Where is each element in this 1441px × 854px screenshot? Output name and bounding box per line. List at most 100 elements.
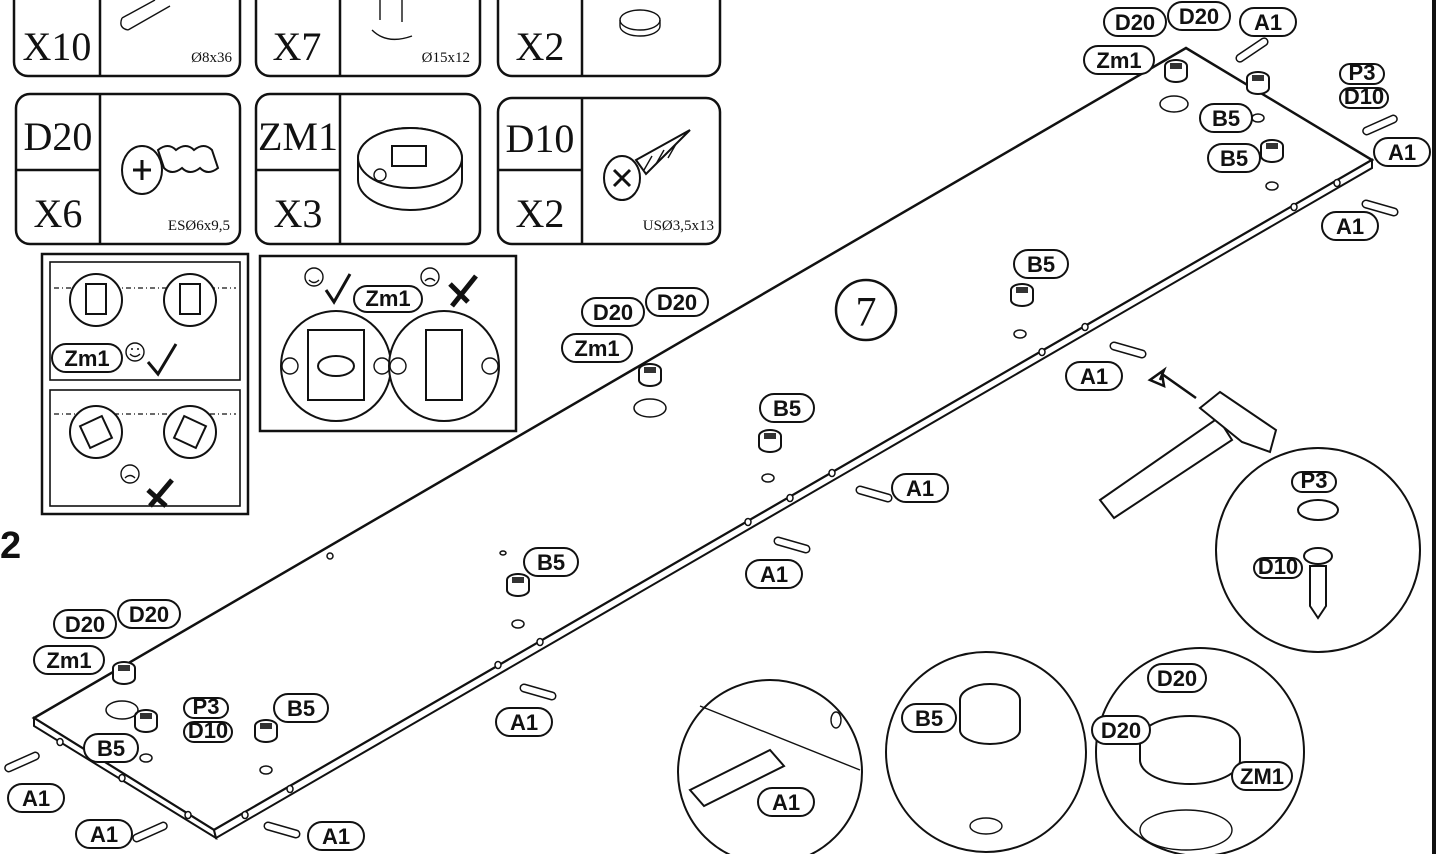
part-cell-d20: D20 X6 ESØ6x9,5	[14, 92, 242, 246]
label-b5: B5	[1199, 103, 1253, 133]
part-size: Ø15x12	[422, 50, 470, 66]
label-a1: A1	[1321, 211, 1379, 241]
svg-text:D20: D20	[1179, 4, 1219, 29]
label-p3: P3	[1339, 60, 1385, 85]
svg-text:B5: B5	[1027, 252, 1055, 277]
label-b5: B5	[1013, 249, 1069, 279]
arrow-icon	[1147, 366, 1197, 400]
euro-screw-icon	[121, 145, 220, 195]
label-d20: D20	[1167, 1, 1231, 31]
label-d20: D20	[645, 287, 709, 317]
part-cell-zm1: ZM1 X3	[254, 92, 482, 246]
svg-text:D10: D10	[188, 718, 228, 743]
cam-lock-icon	[357, 127, 463, 211]
label-b5: B5	[83, 733, 139, 763]
cam-large-correct	[280, 310, 392, 422]
label-d10: D10	[183, 718, 233, 743]
cross-icon	[448, 274, 478, 308]
label-a1: A1	[1065, 361, 1123, 391]
hammer-icon	[1098, 390, 1278, 520]
parts-table: X10 Ø8x36 X7 Ø15x12 X2 D20 X6	[12, 0, 722, 246]
orientation-hint-right: Zm1	[258, 254, 518, 433]
label-b5: B5	[759, 393, 815, 423]
label-zm1: Zm1	[561, 333, 633, 363]
part-size: Ø8x36	[191, 50, 232, 66]
svg-text:B5: B5	[287, 696, 315, 721]
svg-text:A1: A1	[1388, 140, 1416, 165]
label-p3: P3	[183, 694, 229, 719]
svg-text:D20: D20	[593, 300, 633, 325]
cam-large-wrong	[388, 310, 500, 422]
panel-number: 7	[834, 278, 898, 342]
part-cell-d10: D10 X2 USØ3,5x13	[496, 96, 722, 246]
svg-text:A1: A1	[1336, 214, 1364, 239]
part-code: D20	[24, 114, 93, 159]
detail-cap-screw: P3 D10	[1215, 447, 1421, 653]
svg-text:D10: D10	[1344, 84, 1384, 109]
svg-text:D20: D20	[1115, 10, 1155, 35]
dowel-icon	[120, 0, 171, 31]
svg-text:B5: B5	[537, 550, 565, 575]
part-cell-dowel: X10 Ø8x36	[12, 0, 242, 78]
label-b5: B5	[1207, 143, 1261, 173]
cam-bolt-icon	[371, 0, 413, 41]
part-count: X2	[516, 191, 565, 236]
part-labels: D20 D20 A1 Zm1 P3 D10 B5 B5 A1 A1 B5 D20…	[7, 1, 1431, 851]
svg-text:D20: D20	[1157, 666, 1197, 691]
part-count: X6	[34, 191, 83, 236]
part-count: X2	[516, 24, 565, 69]
label-d20: D20	[117, 599, 181, 629]
panel-board	[31, 46, 1375, 841]
svg-text:D20: D20	[65, 612, 105, 637]
wood-screw-icon	[603, 129, 691, 201]
checkmark-icon	[146, 343, 178, 377]
svg-text:A1: A1	[322, 824, 350, 849]
part-cell-cam: X7 Ø15x12	[254, 0, 482, 78]
svg-text:Zm1: Zm1	[1096, 48, 1141, 73]
step-number: 2	[0, 525, 21, 567]
svg-text:B5: B5	[915, 706, 943, 731]
frown-icon	[120, 464, 140, 484]
part-cell-cap: X2	[496, 0, 722, 78]
label-b5: B5	[523, 547, 579, 577]
svg-text:B5: B5	[773, 396, 801, 421]
part-count: X7	[273, 24, 322, 69]
cam-top-view-wrong	[69, 405, 217, 459]
label-a1: A1	[891, 473, 949, 503]
svg-text:Zm1: Zm1	[574, 336, 619, 361]
label-a1: A1	[307, 821, 365, 851]
label-a1: A1	[745, 559, 803, 589]
label-a1: A1	[75, 819, 133, 849]
label-a1: A1	[1373, 137, 1431, 167]
svg-text:D20: D20	[129, 602, 169, 627]
part-code: ZM1	[258, 114, 338, 159]
svg-text:A1: A1	[772, 790, 800, 815]
cam-top-view-correct	[69, 273, 217, 327]
label-d20: D20	[1103, 7, 1167, 37]
svg-text:P3: P3	[193, 694, 220, 719]
detail-cam: B5	[885, 651, 1087, 853]
svg-text:A1: A1	[22, 786, 50, 811]
svg-text:P3: P3	[1349, 60, 1376, 85]
svg-text:P3: P3	[1301, 468, 1328, 493]
svg-text:A1: A1	[760, 562, 788, 587]
label-zm1: Zm1	[1083, 45, 1155, 75]
svg-text:B5: B5	[1212, 106, 1240, 131]
part-count: X10	[23, 24, 92, 69]
label-d20: D20	[53, 609, 117, 639]
part-count: X3	[274, 191, 323, 236]
svg-text:D10: D10	[1258, 554, 1298, 579]
orientation-hint-left: Zm1	[40, 252, 250, 516]
checkmark-icon	[324, 273, 352, 305]
zm1-label: Zm1	[64, 346, 109, 371]
part-size: USØ3,5x13	[643, 218, 714, 234]
label-a1: A1	[1239, 7, 1297, 37]
label-b5: B5	[273, 693, 329, 723]
svg-text:Zm1: Zm1	[46, 648, 91, 673]
frown-icon	[420, 267, 440, 287]
svg-text:D20: D20	[1101, 718, 1141, 743]
svg-text:A1: A1	[1080, 364, 1108, 389]
part-size: ESØ6x9,5	[168, 218, 230, 234]
detail-dowel: A1	[677, 679, 863, 854]
svg-text:ZM1: ZM1	[1240, 764, 1284, 789]
